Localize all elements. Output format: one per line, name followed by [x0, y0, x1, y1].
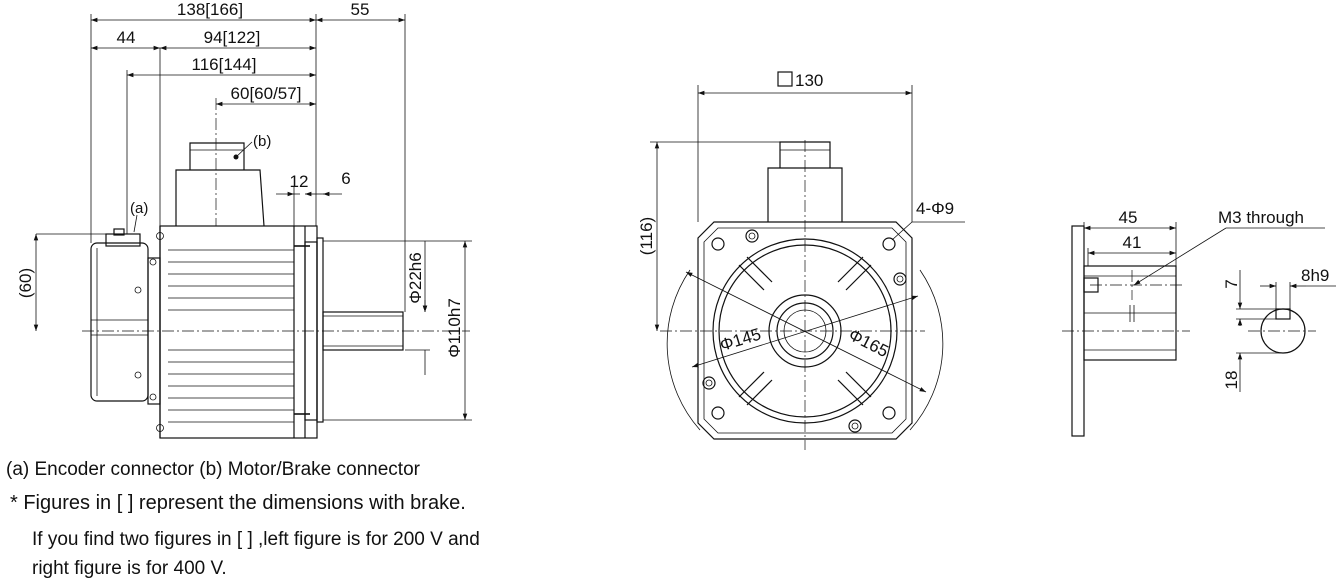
dim-key-width: 8h9	[1301, 266, 1329, 285]
dim-pcd-large: Φ165	[846, 325, 892, 361]
dim-key-depth: 7	[1222, 279, 1241, 288]
voltage-note-line2: right figure is for 400 V.	[32, 558, 227, 579]
dim-pilot-diameter: Φ110h7	[445, 298, 464, 358]
encoder-housing	[90, 228, 161, 405]
dim-connector-position: 60[60/57]	[231, 84, 302, 103]
dim-shaft-step: 6	[341, 169, 350, 188]
label-a: (a)	[130, 200, 148, 217]
label-b: (b)	[253, 133, 271, 150]
dim-tap-label: M3 through	[1218, 208, 1304, 227]
connector-legend: (a) Encoder connector (b) Motor/Brake co…	[6, 459, 420, 480]
dim-total-length: 138[166]	[177, 0, 243, 19]
dim-flange-thickness: 12	[290, 172, 309, 191]
dim-shaft-radius: 18	[1222, 371, 1241, 390]
front-view: 130 (116) 4-Φ9 Φ145 Φ165	[637, 71, 965, 450]
voltage-note-line1: If you find two figures in [ ] ,left fig…	[32, 529, 480, 550]
shaft-detail: 45 41 M3 through 7 18 8h9	[1062, 208, 1336, 437]
dim-shaft-len-41: 41	[1123, 233, 1142, 252]
motor-body	[156, 225, 324, 439]
dim-shaft-len-45: 45	[1119, 208, 1138, 227]
dim-shaft-diameter: Φ22h6	[406, 252, 425, 303]
dim-body2-length: 116[144]	[192, 55, 257, 74]
dim-body-length: 94[122]	[204, 28, 261, 47]
brake-note: * Figures in [ ] represent the dimension…	[10, 492, 466, 514]
dim-pcd-small: Φ145	[718, 325, 764, 355]
dim-front-height: (116)	[637, 217, 656, 255]
dim-flange-square: 130	[795, 71, 823, 90]
dim-encoder-length: 44	[117, 28, 136, 47]
dim-hole-count: 4-Φ9	[916, 199, 954, 218]
dim-encoder-height: (60)	[16, 268, 35, 298]
dim-shaft-length: 55	[351, 0, 370, 19]
side-view: 138[166] 55 44 94[122] 116[144] 60[60/57…	[16, 0, 472, 439]
motor-connector	[175, 142, 265, 227]
